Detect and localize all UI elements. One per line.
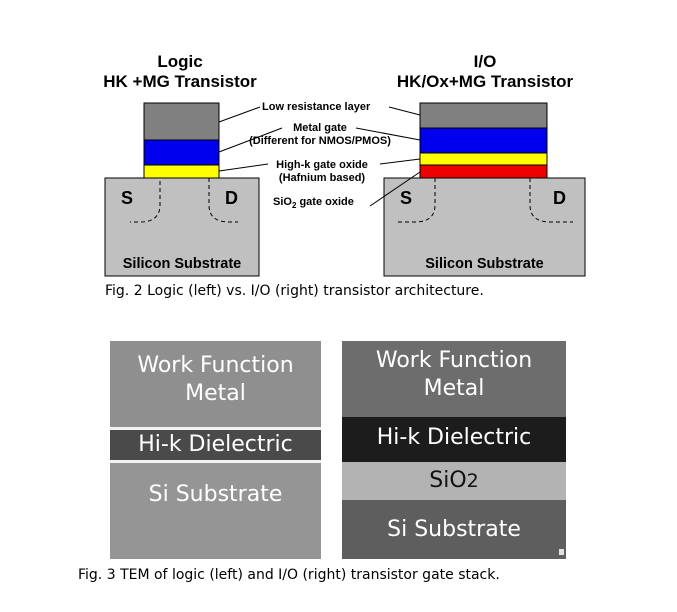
tem-io-sio2-subscript: 2 xyxy=(466,470,479,492)
io-low-resistance-layer xyxy=(419,102,548,129)
label-sio2-prefix: SiO xyxy=(273,196,292,208)
leader-sio2 xyxy=(369,171,421,207)
tem-logic-dielectric-band xyxy=(110,430,321,460)
logic-drain-label: D xyxy=(225,188,238,208)
tem-logic-work-function: Work Function Metal xyxy=(110,352,321,408)
label-sio2-suffix: gate oxide xyxy=(296,196,354,208)
tem-logic-work-function-line1: Work Function xyxy=(137,353,294,378)
tem-io-work-function: Work Function Metal xyxy=(342,347,566,403)
io-substrate xyxy=(383,177,586,277)
tem-logic-work-function-line2: Metal xyxy=(185,381,246,406)
tem-io-substrate: Si Substrate xyxy=(387,517,521,542)
leader-low-resistance-right xyxy=(388,106,421,116)
logic-title-line1: Logic xyxy=(157,52,203,71)
tem-logic-substrate: Si Substrate xyxy=(148,482,283,507)
io-source-label: S xyxy=(400,188,413,208)
label-metal-gate-line1: Metal gate xyxy=(293,122,347,134)
tem-logic-interface-line-bottom xyxy=(110,460,321,463)
io-substrate-label: Silicon Substrate xyxy=(425,256,544,272)
fig3-caption: Fig. 3 TEM of logic (left) and I/O (righ… xyxy=(78,567,500,583)
logic-low-resistance-layer xyxy=(143,102,220,141)
leader-metal-gate-right xyxy=(355,127,421,141)
io-source-region xyxy=(393,177,436,223)
logic-title: Logic HK +MG Transistor xyxy=(80,52,280,92)
io-drain-label: D xyxy=(553,188,566,208)
logic-title-line2: HK +MG Transistor xyxy=(103,72,257,91)
io-high-k-oxide xyxy=(419,152,548,166)
label-high-k-line2: (Hafnium based) xyxy=(278,172,366,184)
label-sio2-subscript: 2 xyxy=(291,201,297,211)
logic-metal-gate xyxy=(143,139,220,166)
tem-io-work-function-line1: Work Function xyxy=(375,348,533,373)
leader-high-k-right xyxy=(379,158,421,165)
logic-substrate-label: Silicon Substrate xyxy=(122,256,242,272)
tem-io-dielectric: Hi-k Dielectric xyxy=(376,425,532,450)
logic-drain-region xyxy=(208,178,238,223)
tem-io-work-function-line2: Metal xyxy=(423,376,485,401)
logic-source-region xyxy=(128,177,161,223)
tem-io-substrate-band xyxy=(342,500,566,559)
io-metal-gate xyxy=(419,127,548,154)
tem-logic-substrate-band xyxy=(110,463,321,559)
tem-io-sio2: SiO2 xyxy=(342,467,566,495)
leader-low-resistance xyxy=(218,106,261,123)
io-title-line2: HK/Ox+MG Transistor xyxy=(396,72,574,91)
tem-logic-work-function-band xyxy=(110,341,321,427)
tem-logic-interface-line-top xyxy=(110,427,321,430)
fig2-caption: Fig. 2 Logic (left) vs. I/O (right) tran… xyxy=(105,283,484,299)
label-sio2: SiO2 gate oxide xyxy=(273,196,354,212)
label-low-resistance: Low resistance layer xyxy=(262,101,371,113)
leader-metal-gate xyxy=(218,127,283,153)
tem-io-scale-mark xyxy=(559,549,564,555)
io-drain-region xyxy=(529,178,573,223)
tem-io-dielectric-band xyxy=(342,417,566,462)
tem-io-sio2-prefix: SiO xyxy=(429,468,467,493)
logic-high-k-oxide xyxy=(143,164,220,179)
tem-io-sio2-band xyxy=(342,462,566,500)
io-sio2-oxide xyxy=(419,164,548,179)
logic-substrate xyxy=(104,177,260,277)
io-title: I/O HK/Ox+MG Transistor xyxy=(370,52,600,92)
label-high-k-line1: High-k gate oxide xyxy=(276,159,368,171)
label-metal-gate: Metal gate (Different for NMOS/PMOS) xyxy=(235,122,405,148)
label-metal-gate-line2: (Different for NMOS/PMOS) xyxy=(249,135,391,147)
io-title-line1: I/O xyxy=(473,52,497,71)
leader-high-k xyxy=(218,163,269,172)
tem-io-work-function-band xyxy=(342,341,566,417)
label-high-k: High-k gate oxide (Hafnium based) xyxy=(262,159,382,185)
tem-logic-dielectric: Hi-k Dielectric xyxy=(138,432,293,457)
logic-source-label: S xyxy=(121,188,134,208)
